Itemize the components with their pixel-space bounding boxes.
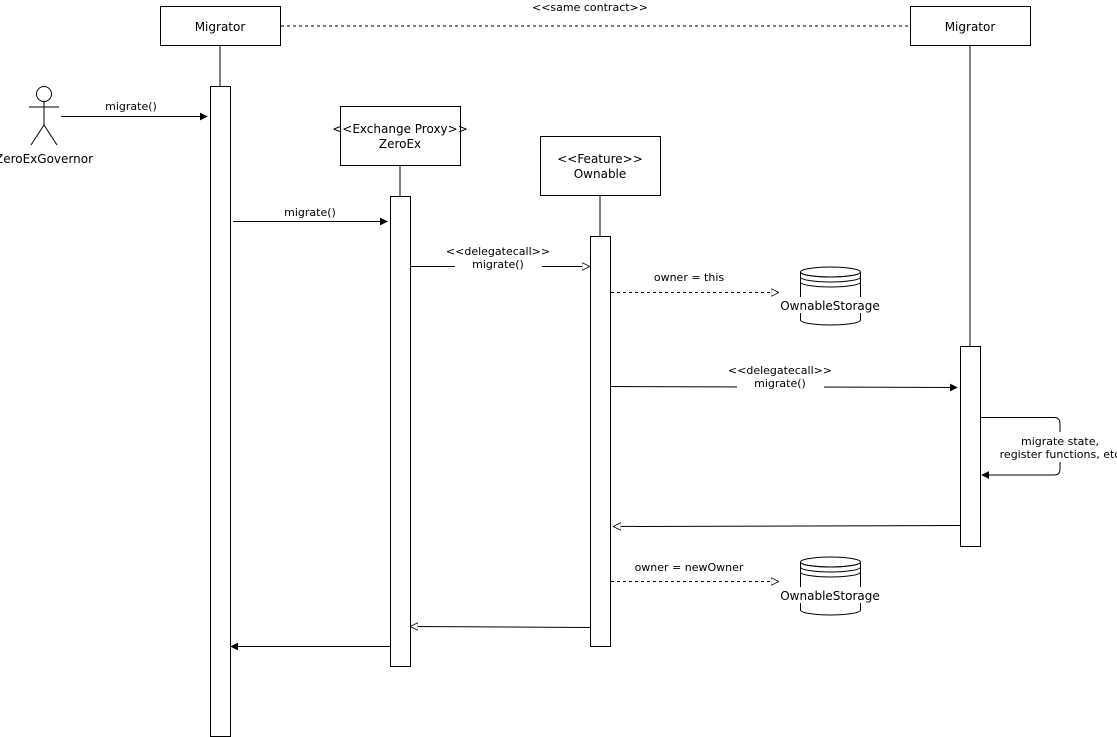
actor-label: ZeroExGovernor <box>0 152 93 166</box>
participant-migrator-right-label: Migrator <box>945 20 996 34</box>
participant-exchange-proxy-stereotype: <<Exchange Proxy>> <box>332 122 468 136</box>
message-delegatecall-ownable-label: migrate() <box>472 258 524 271</box>
actor-stick-figure-icon <box>29 86 59 146</box>
message-delegatecall-migrator-label-bg <box>737 365 824 393</box>
message-delegatecall-ownable-stereotype: <<delegatecall>> <box>446 245 550 258</box>
activation-migrator-right <box>960 346 981 547</box>
participant-migrator-left[interactable]: Migrator <box>160 6 281 46</box>
participant-feature-ownable[interactable]: <<Feature>> Ownable <box>540 136 661 196</box>
message-delegatecall-migrator-label: migrate() <box>754 377 806 390</box>
message-delegatecall-ownable-label-bg <box>455 245 542 273</box>
participant-exchange-proxy-label: ZeroEx <box>379 137 421 151</box>
storage-ownable-top-label: OwnableStorage <box>780 299 880 313</box>
message-delegatecall-migrator-stereotype: <<delegatecall>> <box>728 364 832 377</box>
storage-ownable-bottom-label: OwnableStorage <box>780 589 880 603</box>
storage-ownable-top[interactable]: OwnableStorage <box>780 266 880 326</box>
actor-zeroex-governor[interactable]: ZeroExGovernor <box>0 86 93 167</box>
message-self-call-label-bg <box>1004 432 1117 462</box>
message-migrate-proxy-label: migrate() <box>284 206 336 219</box>
database-icon <box>800 266 861 326</box>
message-migrate-label: migrate() <box>105 100 157 113</box>
storage-ownable-bottom[interactable]: OwnableStorage <box>780 556 880 616</box>
activation-exchange-proxy <box>390 196 411 667</box>
message-self-call-label-line1: migrate state, <box>1021 435 1099 448</box>
activation-migrator-left <box>210 86 231 737</box>
activation-feature-ownable <box>590 236 611 647</box>
participant-migrator-right[interactable]: Migrator <box>910 6 1031 46</box>
participant-feature-ownable-label: Ownable <box>574 167 627 181</box>
same-contract-label: <<same contract>> <box>532 1 648 14</box>
participant-feature-ownable-stereotype: <<Feature>> <box>557 152 643 166</box>
participant-exchange-proxy[interactable]: <<Exchange Proxy>> ZeroEx <box>332 106 468 166</box>
return-migrator-to-ownable-arrow <box>614 526 961 527</box>
database-icon <box>800 556 861 616</box>
return-ownable-to-proxy-arrow <box>411 627 591 628</box>
message-owner-newowner-label: owner = newOwner <box>635 561 744 574</box>
participant-migrator-left-label: Migrator <box>195 20 246 34</box>
message-self-call-label-line2: register functions, etc <box>1000 448 1117 461</box>
message-owner-this-label: owner = this <box>654 271 725 284</box>
